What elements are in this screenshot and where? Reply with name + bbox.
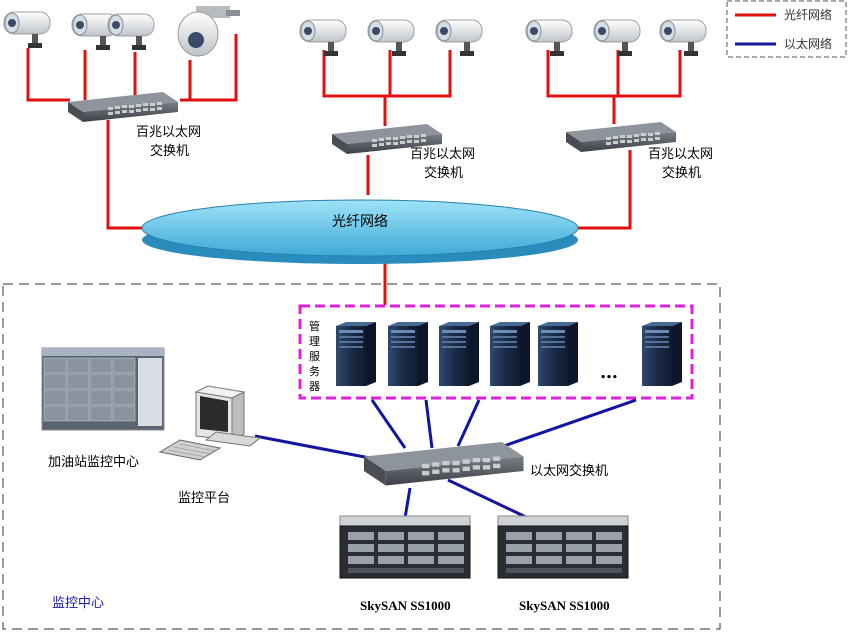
servers: … bbox=[336, 322, 682, 386]
storage-1-label: SkySAN SS1000 bbox=[360, 598, 451, 613]
svg-text:务: 务 bbox=[309, 365, 320, 378]
bullet-camera-icon bbox=[107, 13, 155, 51]
center-ethernet-switch: 以太网交换机 bbox=[364, 442, 608, 486]
switch-2-label-line1: 百兆以太网 bbox=[410, 147, 475, 162]
server-icon bbox=[439, 322, 479, 386]
legend: 光纤网络 以太网络 bbox=[726, 0, 847, 58]
switch-icon bbox=[364, 442, 524, 486]
switch-1-label-line1: 百兆以太网 bbox=[136, 125, 201, 140]
fiber-links bbox=[26, 34, 682, 305]
server-icon bbox=[642, 322, 682, 386]
storage-unit-1: SkySAN SS1000 bbox=[339, 515, 471, 613]
server-icon bbox=[336, 322, 376, 386]
server-icon bbox=[388, 322, 428, 386]
legend-fiber-label: 光纤网络 bbox=[784, 7, 832, 22]
monitoring-screen-image: 加油站监控中心 bbox=[41, 347, 165, 470]
fiber-network-cloud: 光纤网络 bbox=[141, 199, 579, 264]
platform-label: 监控平台 bbox=[178, 491, 230, 506]
camera-group-1 bbox=[3, 6, 240, 57]
switch-2-label-line2: 交换机 bbox=[424, 165, 463, 181]
switch-2: 百兆以太网 交换机 bbox=[332, 124, 475, 181]
server-group-boundary bbox=[298, 304, 694, 400]
bullet-camera-icon bbox=[3, 11, 51, 49]
bullet-camera-icon bbox=[435, 19, 483, 57]
center-switch-label: 以太网交换机 bbox=[530, 463, 608, 479]
switch-3-label-line1: 百兆以太网 bbox=[648, 147, 713, 162]
monitor-area-label: 监控中心 bbox=[52, 596, 104, 611]
monitor-center-label: 加油站监控中心 bbox=[48, 455, 139, 470]
storage-2-label: SkySAN SS1000 bbox=[519, 598, 610, 613]
bullet-camera-icon bbox=[659, 19, 707, 57]
legend-ethernet-label: 以太网络 bbox=[784, 36, 832, 51]
svg-text:器: 器 bbox=[309, 380, 320, 393]
switch-3-label-line2: 交换机 bbox=[662, 165, 701, 181]
svg-text:理: 理 bbox=[309, 335, 320, 348]
storage-unit-2: SkySAN SS1000 bbox=[497, 515, 629, 613]
server-icon bbox=[490, 322, 530, 386]
dome-camera-icon bbox=[177, 6, 240, 57]
storage-array-icon bbox=[339, 515, 471, 579]
ethernet-links bbox=[254, 398, 637, 520]
svg-text:服: 服 bbox=[309, 350, 320, 363]
cloud-label: 光纤网络 bbox=[332, 214, 388, 230]
svg-text:管: 管 bbox=[309, 319, 320, 333]
server-group-label: 管 理 服 务 器 bbox=[309, 319, 320, 393]
server-icon bbox=[538, 322, 578, 386]
workstation-computer-icon: 监控平台 bbox=[158, 385, 262, 506]
switch-1-label-line2: 交换机 bbox=[150, 143, 189, 159]
monitor-center-boundary bbox=[2, 283, 721, 630]
switch-3: 百兆以太网 交换机 bbox=[566, 122, 713, 181]
server-ellipsis: … bbox=[600, 362, 618, 383]
switch-1: 百兆以太网 交换机 bbox=[68, 92, 201, 159]
storage-array-icon bbox=[497, 515, 629, 579]
